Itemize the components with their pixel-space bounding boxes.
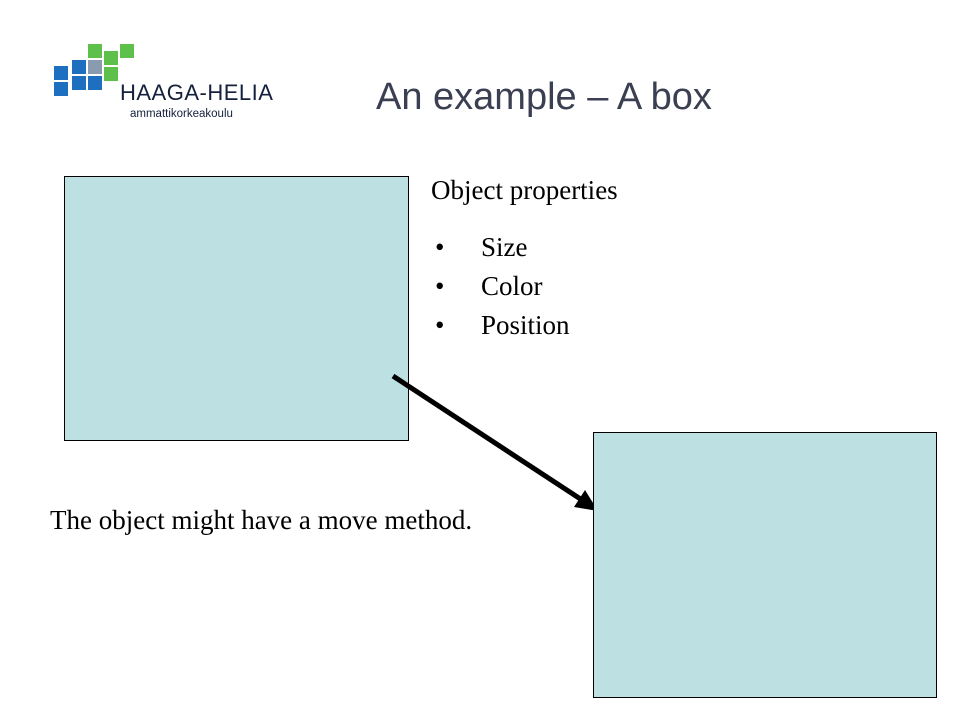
logo-subtitle: ammattikorkeakoulu — [130, 108, 233, 120]
bullet-icon: • — [435, 232, 445, 262]
haaga-helia-logo: HAAGA-HELIA ammattikorkeakoulu — [52, 42, 292, 128]
logo-name: HAAGA-HELIA — [120, 80, 274, 105]
bullet-icon: • — [435, 271, 445, 301]
bullet-icon: • — [435, 310, 445, 340]
property-size: Size — [481, 232, 528, 262]
property-position: Position — [481, 310, 570, 340]
move-method-caption: The object might have a move method. — [50, 505, 473, 535]
logo-grid-icon — [54, 44, 134, 96]
property-color: Color — [481, 271, 543, 301]
original-box — [64, 176, 409, 441]
slide-title: An example – A box — [376, 76, 712, 118]
properties-heading: Object properties — [431, 175, 618, 205]
moved-box — [593, 432, 937, 698]
